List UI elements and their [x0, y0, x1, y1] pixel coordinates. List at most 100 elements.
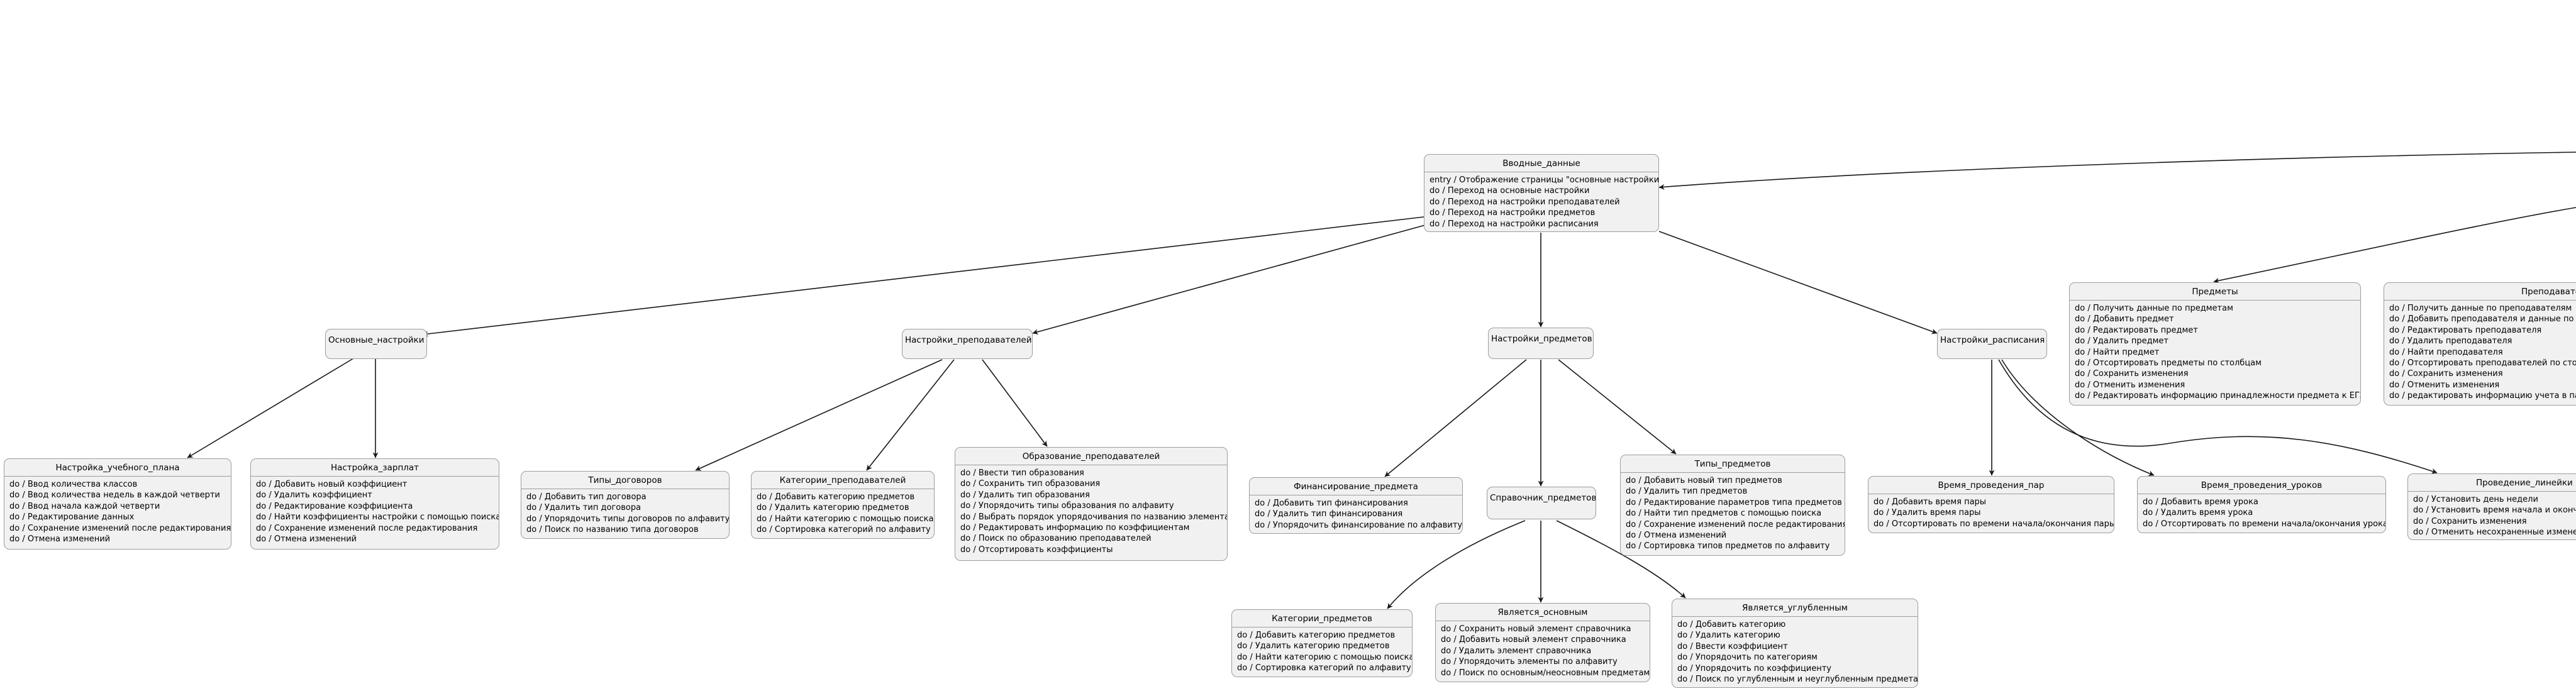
state-title: Финансирование_предмета	[1294, 482, 1418, 492]
edge-nastr-raspisaniya-to-provedenie-lineyki	[1998, 359, 2438, 474]
state-actions: do / Получить данные по предметам do / Д…	[2070, 300, 2361, 405]
state-actions: do / Сохранить новый элемент справочника…	[1436, 621, 1650, 682]
state-action: do / Удалить преподавателя	[2389, 336, 2512, 346]
state-action: do / Сохранение изменений после редактир…	[9, 523, 231, 533]
state-actions: do / Установить день недели do / Установ…	[2408, 491, 2576, 539]
state-action: do / Добавить категорию	[1677, 620, 1786, 629]
state-action: do / Упорядочить финансирование по алфав…	[1255, 520, 1463, 530]
state-title: Предметы	[2192, 287, 2238, 297]
state-prepodavateli: Преподавате do / Получить данные по преп…	[2384, 282, 2576, 406]
state-action: do / Ввод начала каждой четверти	[9, 501, 160, 511]
state-action: do / Поиск по названию типа договоров	[526, 525, 699, 535]
state-actions: do / Ввести тип образования do / Сохрани…	[955, 465, 1227, 559]
state-action: do / Удалить коэффициент	[256, 490, 372, 500]
state-action: do / Получить данные по предметам	[2075, 304, 2233, 313]
state-action: do / Найти предмет	[2075, 347, 2160, 357]
state-osnovnye-nastroyki: Основные_настройки	[325, 329, 427, 359]
state-action: do / Редактировать преподавателя	[2389, 325, 2542, 335]
state-action: do / Поиск по основным/неосновным предме…	[1441, 668, 1650, 678]
edge-osnovnye-to-nastr-plana	[187, 358, 354, 458]
state-action: do / Упорядочить элементы по алфавиту	[1441, 657, 1618, 667]
state-action: do / Найти преподавателя	[2389, 347, 2503, 357]
state-action: do / Добавить категорию предметов	[1237, 631, 1396, 640]
state-nastroyki-raspisaniya: Настройки_расписания	[1937, 329, 2047, 359]
state-action: do / Найти категорию с помощью поиска	[757, 514, 934, 524]
state-action: do / Поиск по углубленным и неуглубленны…	[1677, 675, 1918, 685]
state-action: do / Добавить новый тип предметов	[1626, 476, 1782, 485]
state-actions: do / Добавить время урока do / Удалить в…	[2138, 494, 2385, 533]
state-title: Настройки_преподавателей	[905, 335, 1032, 345]
state-actions: do / Добавить новый коэффициент do / Уда…	[251, 476, 499, 548]
state-action: do / Отсортировать по времени начала/око…	[1874, 519, 2114, 529]
state-action: do / Удалить категорию предметов	[1237, 641, 1390, 651]
state-title: Время_проведения_уроков	[2201, 480, 2323, 490]
state-title: Вводные_данные	[1502, 158, 1580, 169]
state-action: do / Редактирование параметров типа пред…	[1626, 497, 1842, 507]
edge-offscreen-to-predmety	[2213, 207, 2576, 284]
state-action: do / Отсортировать по времени начала/око…	[2143, 519, 2386, 529]
state-actions: do / Ввод количества классов do / Ввод к…	[4, 476, 231, 548]
state-title: Типы_предметов	[1694, 459, 1771, 469]
state-action: do / Отмена изменений	[1626, 531, 1727, 541]
state-action: do / Удалить предмет	[2075, 336, 2168, 346]
state-action: do / Найти категорию с помощью поиска	[1237, 652, 1413, 662]
state-action: do / Отсортировать коэффициенты	[960, 545, 1113, 555]
state-action: do / Добавить новый коэффициент	[256, 480, 408, 489]
state-action: do / Ввод количества классов	[9, 480, 138, 489]
edge-nastr-raspisaniya-to-vremya-urokov	[2001, 359, 2155, 477]
state-action: do / Отменить изменения	[2075, 380, 2185, 390]
state-action: do / Редактирование коэффициента	[256, 501, 413, 511]
state-action: do / Ввести тип образования	[960, 468, 1084, 478]
edge-spravochniki-to-kategorii-predmetov	[1387, 520, 1526, 609]
state-action: do / Сохранение изменений после редактир…	[256, 523, 478, 533]
state-title: Является_основным	[1497, 607, 1588, 617]
state-action: do / Сортировка типов предметов по алфав…	[1626, 541, 1830, 551]
state-title: Основные_настройки	[328, 335, 425, 345]
state-action: do / Ввод количества недель в каждой чет…	[9, 490, 220, 500]
state-title: Настройки_предметов	[1491, 334, 1592, 344]
state-kategorii-predmetov: Категории_предметов do / Добавить катего…	[1231, 609, 1413, 677]
state-action: do / Добавить время урока	[2143, 497, 2258, 507]
edge-nastr-predmetov-to-tipy-predmetov	[1558, 359, 1677, 455]
state-action: do / Редактировать информацию принадлежн…	[2075, 391, 2361, 401]
state-action: do / Найти тип предметов с помощью поиск…	[1626, 509, 1822, 519]
state-actions: do / Добавить новый тип предметов do / У…	[1621, 472, 1845, 555]
state-action: do / Удалить время пары	[1874, 508, 1981, 518]
state-action: do / Переход на настройки предметов	[1430, 208, 1596, 218]
state-action: do / Удалить тип договора	[526, 503, 641, 513]
state-action: do / Добавить тип финансирования	[1255, 499, 1408, 508]
state-obrazovanie-prepodavateley: Образование_преподавателей do / Ввести т…	[955, 447, 1228, 561]
state-yavlyaetsya-osnovnym: Является_основным do / Сохранить новый э…	[1435, 603, 1650, 682]
state-action: do / Добавить предмет	[2075, 314, 2174, 324]
state-action: do / Упорядочить типы образования по алф…	[960, 501, 1174, 511]
state-action: do / Получить данные по преподавателям	[2389, 304, 2572, 313]
state-vremya-provedeniya-urokov: Время_проведения_уроков do / Добавить вр…	[2137, 476, 2386, 533]
state-nastroyka-zarplat: Настройка_зарплат do / Добавить новый ко…	[250, 458, 499, 550]
state-title: Типы_договоров	[588, 475, 662, 485]
state-tipy-predmetov: Типы_предметов do / Добавить новый тип п…	[1620, 455, 1845, 556]
state-action: do / Сохранение изменений после редактир…	[1626, 519, 1845, 529]
state-action: do / редактировать информацию учета в па…	[2389, 391, 2576, 401]
state-action: do / Переход на основные настройки	[1430, 186, 1590, 196]
edge-nastr-prepod-to-kategorii-prepod	[866, 359, 955, 471]
state-action: do / Добавить преподавателя и данные по …	[2389, 314, 2576, 324]
state-title: Справочник_предметов	[1490, 493, 1596, 503]
state-action: do / Редактирование данных	[9, 512, 135, 522]
state-yavlyaetsya-uglublennym: Является_углубленным do / Добавить катег…	[1672, 599, 1918, 688]
state-action: do / Установить время начала и оконча	[2413, 506, 2576, 516]
state-action: do / Удалить категорию	[1677, 631, 1780, 641]
state-action: do / Добавить новый элемент справочника	[1441, 635, 1626, 645]
state-actions: entry / Отображение страницы "основные н…	[1424, 172, 1658, 231]
state-action: do / Добавить тип договора	[526, 492, 647, 502]
state-actions: do / Добавить время пары do / Удалить вр…	[1868, 494, 2114, 533]
state-title: Образование_преподавателей	[1022, 451, 1160, 462]
state-action: do / Удалить элемент справочника	[1441, 646, 1592, 656]
state-action: do / Сортировка категорий по алфавиту	[757, 525, 931, 535]
state-title: Преподавате	[2521, 287, 2576, 297]
edge-offscreen-to-vvodnye	[1658, 152, 2576, 190]
state-actions: do / Получить данные по преподавателям d…	[2384, 300, 2576, 405]
edge-vvodnye-to-nastr-raspisaniya	[1658, 231, 1938, 334]
state-spravochnik-predmetov: Справочник_предметов	[1487, 487, 1596, 519]
